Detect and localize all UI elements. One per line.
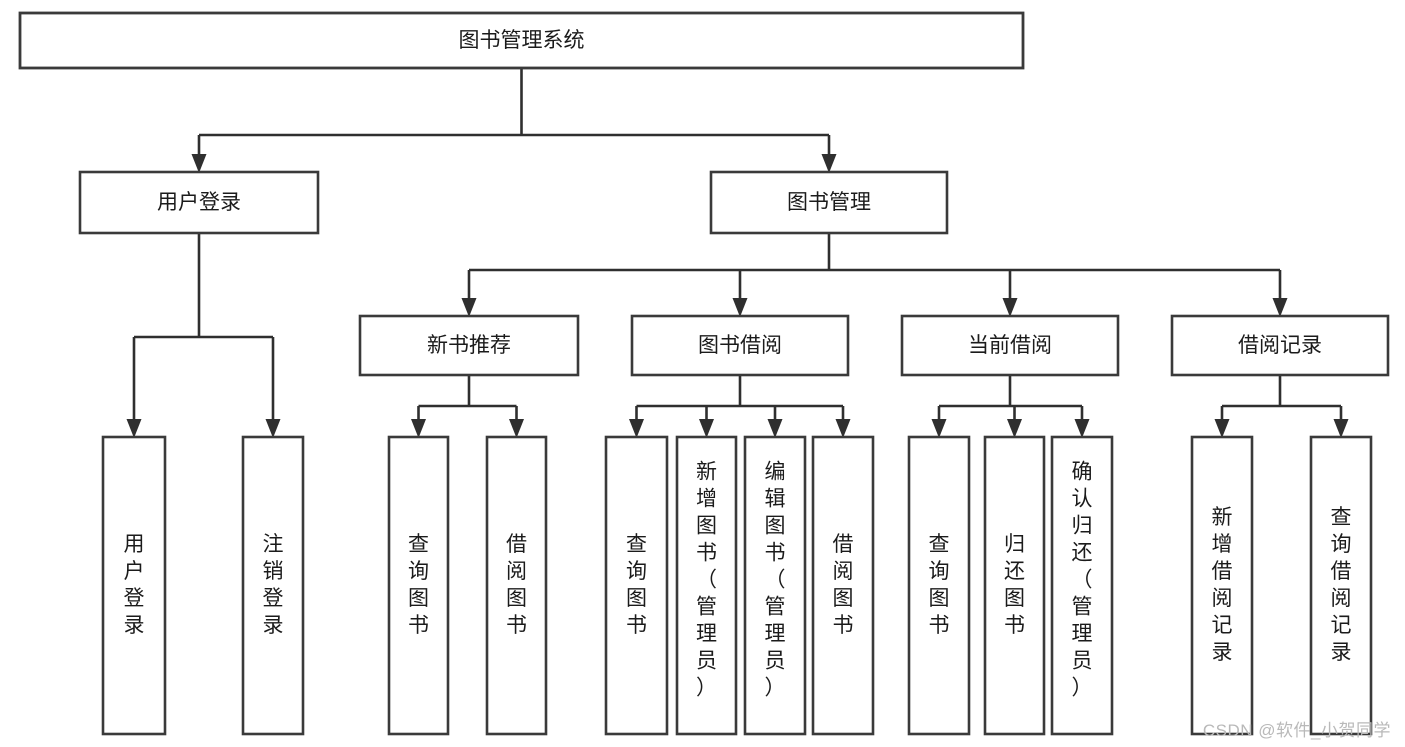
node-box-leaf-add-book-admin[interactable] xyxy=(675,435,738,736)
connector-arrowhead xyxy=(1333,419,1349,438)
connector-arrowhead xyxy=(126,419,142,438)
node-box-leaf-edit-book-admin[interactable] xyxy=(743,435,807,736)
node-box-leaf-query-book-borrow[interactable] xyxy=(604,435,669,736)
node-leaf-confirm-return-admin[interactable]: 确认归还（管理员） xyxy=(1050,435,1114,736)
connector-arrowhead xyxy=(1272,298,1288,317)
connector-arrowhead xyxy=(191,154,207,173)
node-box-current-borrow[interactable] xyxy=(900,314,1120,377)
node-label-leaf-borrow-book-rec: 借阅图书 xyxy=(506,533,527,637)
node-label-leaf-query-book-rec: 查询图书 xyxy=(408,533,429,637)
node-leaf-return-book[interactable]: 归还图书 xyxy=(983,435,1046,736)
node-user-login[interactable]: 用户登录 xyxy=(78,170,320,235)
node-box-leaf-borrow-book[interactable] xyxy=(811,435,875,736)
node-box-leaf-return-book[interactable] xyxy=(983,435,1046,736)
node-box-leaf-query-book-rec[interactable] xyxy=(387,435,450,736)
connector-arrowhead xyxy=(1214,419,1230,438)
node-label-leaf-query-book-current: 查询图书 xyxy=(929,533,950,637)
node-leaf-query-book-current[interactable]: 查询图书 xyxy=(907,435,971,736)
node-label-book-manage: 图书管理 xyxy=(787,191,871,214)
node-leaf-query-borrow-record[interactable]: 查询借阅记录 xyxy=(1309,435,1373,736)
node-box-user-login[interactable] xyxy=(78,170,320,235)
connector-arrowhead xyxy=(1074,419,1090,438)
node-leaf-query-book-borrow[interactable]: 查询图书 xyxy=(604,435,669,736)
node-borrow-record[interactable]: 借阅记录 xyxy=(1170,314,1390,377)
connector-arrowhead xyxy=(1007,419,1022,438)
connector-arrowhead xyxy=(835,419,851,438)
node-box-book-borrow[interactable] xyxy=(630,314,850,377)
node-label-root: 图书管理系统 xyxy=(459,29,585,52)
node-label-leaf-add-book-admin: 新增图书（管理员） xyxy=(696,460,717,699)
node-box-leaf-user-logout[interactable] xyxy=(241,435,305,736)
connector-arrowhead xyxy=(1002,298,1018,317)
node-label-current-borrow: 当前借阅 xyxy=(968,334,1052,357)
node-current-borrow[interactable]: 当前借阅 xyxy=(900,314,1120,377)
connector-arrowhead xyxy=(265,419,281,438)
connector-arrowhead xyxy=(732,298,748,317)
node-label-leaf-return-book: 归还图书 xyxy=(1004,533,1025,637)
node-new-book-rec[interactable]: 新书推荐 xyxy=(358,314,580,377)
node-box-leaf-add-borrow-record[interactable] xyxy=(1190,435,1254,736)
connector-arrowhead xyxy=(509,419,524,438)
node-book-borrow[interactable]: 图书借阅 xyxy=(630,314,850,377)
connector-arrowhead xyxy=(767,419,783,438)
node-leaf-borrow-book-rec[interactable]: 借阅图书 xyxy=(485,435,548,736)
node-leaf-query-book-rec[interactable]: 查询图书 xyxy=(387,435,450,736)
node-root[interactable]: 图书管理系统 xyxy=(18,11,1025,70)
node-leaf-user-login[interactable]: 用户登录 xyxy=(101,435,167,736)
node-label-leaf-user-login: 用户登录 xyxy=(124,533,145,637)
connector-arrowhead xyxy=(461,298,477,317)
node-label-leaf-query-book-borrow: 查询图书 xyxy=(626,533,647,637)
node-label-leaf-user-logout: 注销登录 xyxy=(263,533,284,637)
node-leaf-add-book-admin[interactable]: 新增图书（管理员） xyxy=(675,435,738,736)
node-label-leaf-add-borrow-record: 新增借阅记录 xyxy=(1212,506,1233,664)
node-box-root[interactable] xyxy=(18,11,1025,70)
connector-arrowhead xyxy=(821,154,837,173)
node-leaf-user-logout[interactable]: 注销登录 xyxy=(241,435,305,736)
connector-arrowhead xyxy=(629,419,644,438)
node-box-leaf-query-borrow-record[interactable] xyxy=(1309,435,1373,736)
node-label-user-login: 用户登录 xyxy=(157,191,241,214)
node-label-new-book-rec: 新书推荐 xyxy=(427,334,511,357)
node-box-leaf-confirm-return-admin[interactable] xyxy=(1050,435,1114,736)
node-box-new-book-rec[interactable] xyxy=(358,314,580,377)
connector-arrowhead xyxy=(411,419,426,438)
node-leaf-add-borrow-record[interactable]: 新增借阅记录 xyxy=(1190,435,1254,736)
node-leaf-borrow-book[interactable]: 借阅图书 xyxy=(811,435,875,736)
node-label-book-borrow: 图书借阅 xyxy=(698,334,782,357)
node-layer: 图书管理系统用户登录图书管理新书推荐图书借阅当前借阅借阅记录用户登录注销登录查询… xyxy=(18,11,1390,736)
node-label-leaf-edit-book-admin: 编辑图书（管理员） xyxy=(765,460,786,699)
connector-arrowhead xyxy=(699,419,714,438)
node-box-borrow-record[interactable] xyxy=(1170,314,1390,377)
connector-layer xyxy=(126,68,1349,438)
node-label-leaf-query-borrow-record: 查询借阅记录 xyxy=(1331,506,1352,664)
node-leaf-edit-book-admin[interactable]: 编辑图书（管理员） xyxy=(743,435,807,736)
node-label-borrow-record: 借阅记录 xyxy=(1238,334,1322,357)
node-label-leaf-confirm-return-admin: 确认归还（管理员） xyxy=(1072,460,1093,699)
node-box-leaf-user-login[interactable] xyxy=(101,435,167,736)
node-book-manage[interactable]: 图书管理 xyxy=(709,170,949,235)
node-box-leaf-borrow-book-rec[interactable] xyxy=(485,435,548,736)
node-label-leaf-borrow-book: 借阅图书 xyxy=(833,533,854,637)
node-box-leaf-query-book-current[interactable] xyxy=(907,435,971,736)
node-box-book-manage[interactable] xyxy=(709,170,949,235)
connector-arrowhead xyxy=(931,419,947,438)
